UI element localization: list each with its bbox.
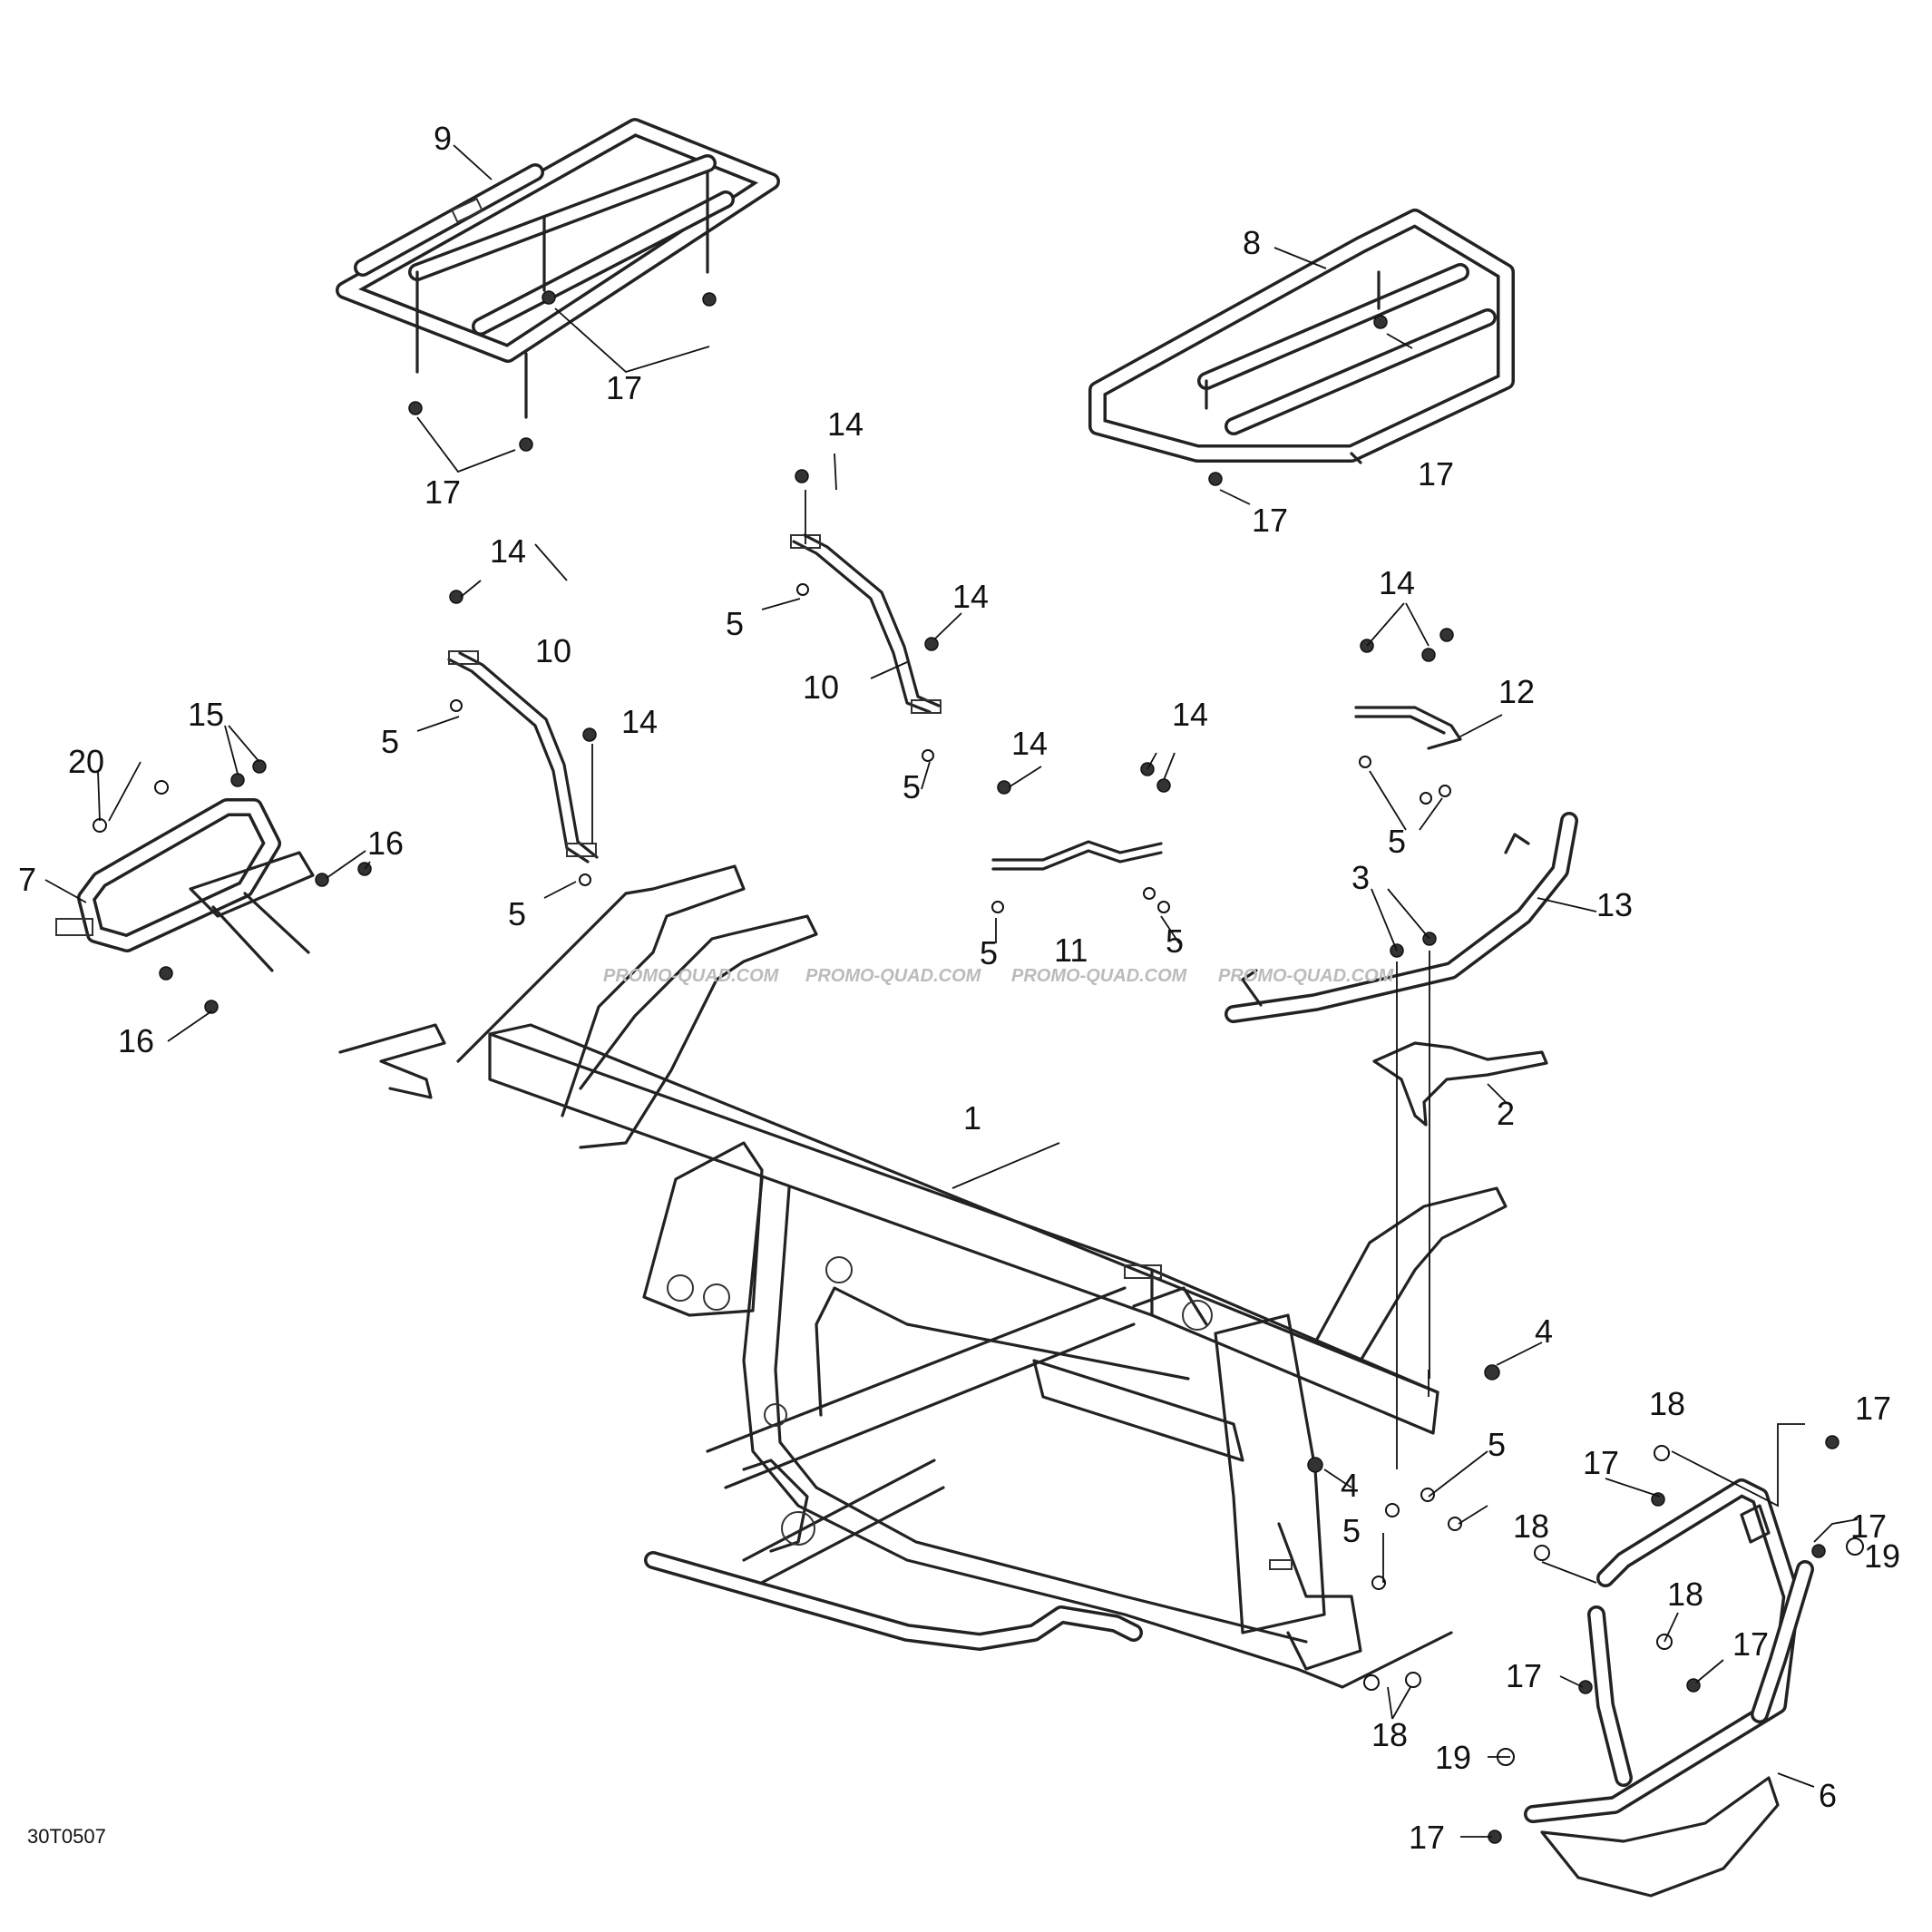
part-10-brace-right [790, 533, 942, 714]
watermark-2: PROMO-QUAD.COM [805, 966, 982, 986]
callout-5: 5 [1342, 1512, 1361, 1549]
callout-16: 16 [118, 1022, 154, 1059]
callout-11: 11 [1054, 932, 1088, 969]
callout-14: 14 [827, 405, 864, 443]
part-11-brace [991, 840, 1163, 871]
callout-1: 1 [963, 1099, 981, 1137]
callout-9: 9 [434, 120, 452, 157]
callout-5: 5 [1488, 1426, 1506, 1463]
callout-17: 17 [1418, 455, 1454, 493]
callout-18: 18 [1371, 1716, 1408, 1753]
callout-14: 14 [1011, 725, 1048, 762]
callout-14: 14 [490, 532, 526, 570]
callout-14: 14 [952, 578, 989, 615]
callout-18: 18 [1667, 1576, 1703, 1613]
callout-17: 17 [1850, 1508, 1887, 1545]
callout-15: 15 [188, 696, 224, 733]
callout-17: 17 [1409, 1819, 1445, 1856]
callout-5: 5 [1166, 922, 1184, 960]
part-13-crossbar [1225, 812, 1578, 1023]
callout-4: 4 [1341, 1467, 1359, 1504]
watermark-3: PROMO-QUAD.COM [1011, 966, 1188, 986]
callout-19: 19 [1435, 1739, 1471, 1776]
callout-14: 14 [621, 703, 658, 740]
callout-19: 19 [1864, 1537, 1900, 1575]
part-1-main-frame [338, 864, 1508, 1689]
callout-17: 17 [606, 369, 642, 406]
callout-2: 2 [1497, 1095, 1515, 1132]
callout-18: 18 [1649, 1385, 1685, 1422]
callout-18: 18 [1513, 1508, 1549, 1545]
callout-17: 17 [1732, 1625, 1769, 1663]
callout-10: 10 [803, 668, 839, 706]
callout-10: 10 [535, 632, 571, 669]
watermark-1: PROMO-QUAD.COM [603, 966, 780, 986]
callout-5: 5 [980, 934, 998, 971]
part-12-bracket [1354, 706, 1462, 750]
callout-12: 12 [1498, 673, 1535, 710]
callout-17: 17 [1506, 1657, 1542, 1694]
callout-3: 3 [1351, 859, 1370, 896]
callout-5: 5 [1388, 823, 1406, 860]
callout-5: 5 [381, 723, 399, 760]
watermarks: PROMO-QUAD.COM PROMO-QUAD.COM PROMO-QUAD… [603, 966, 1395, 986]
callout-5: 5 [903, 768, 921, 805]
part-9-rear-rack [336, 118, 780, 419]
rack-9-fasteners [408, 290, 717, 452]
callout-20: 20 [68, 743, 104, 780]
callout-4: 4 [1535, 1312, 1553, 1350]
callout-labels: 9 17 17 8 17 17 14 5 14 10 5 14 10 5 14 … [18, 120, 1900, 1856]
callout-6: 6 [1819, 1777, 1837, 1814]
callout-17: 17 [1583, 1444, 1619, 1481]
part-8-front-rack [1088, 209, 1515, 464]
callout-7: 7 [18, 861, 36, 898]
callout-14: 14 [1172, 696, 1208, 733]
part-6-front-bumper [1524, 1478, 1814, 1898]
figure-code: 30T0507 [27, 1825, 106, 1848]
callout-16: 16 [367, 825, 404, 862]
callout-5: 5 [508, 895, 526, 932]
callout-8: 8 [1243, 224, 1261, 261]
callout-17: 17 [424, 473, 461, 511]
callout-5: 5 [726, 605, 744, 642]
rack-8-fasteners [1208, 315, 1388, 486]
fasteners [93, 469, 1864, 1844]
callout-14: 14 [1379, 564, 1415, 601]
watermark-4: PROMO-QUAD.COM [1218, 966, 1395, 986]
part-10-brace-left [447, 650, 599, 864]
leader-lines [44, 144, 1859, 1838]
callout-17: 17 [1252, 502, 1288, 539]
part-7-rear-bumper [55, 798, 315, 972]
callout-13: 13 [1596, 886, 1633, 923]
callout-17: 17 [1855, 1390, 1891, 1427]
part-2-bracket [1372, 1041, 1548, 1127]
